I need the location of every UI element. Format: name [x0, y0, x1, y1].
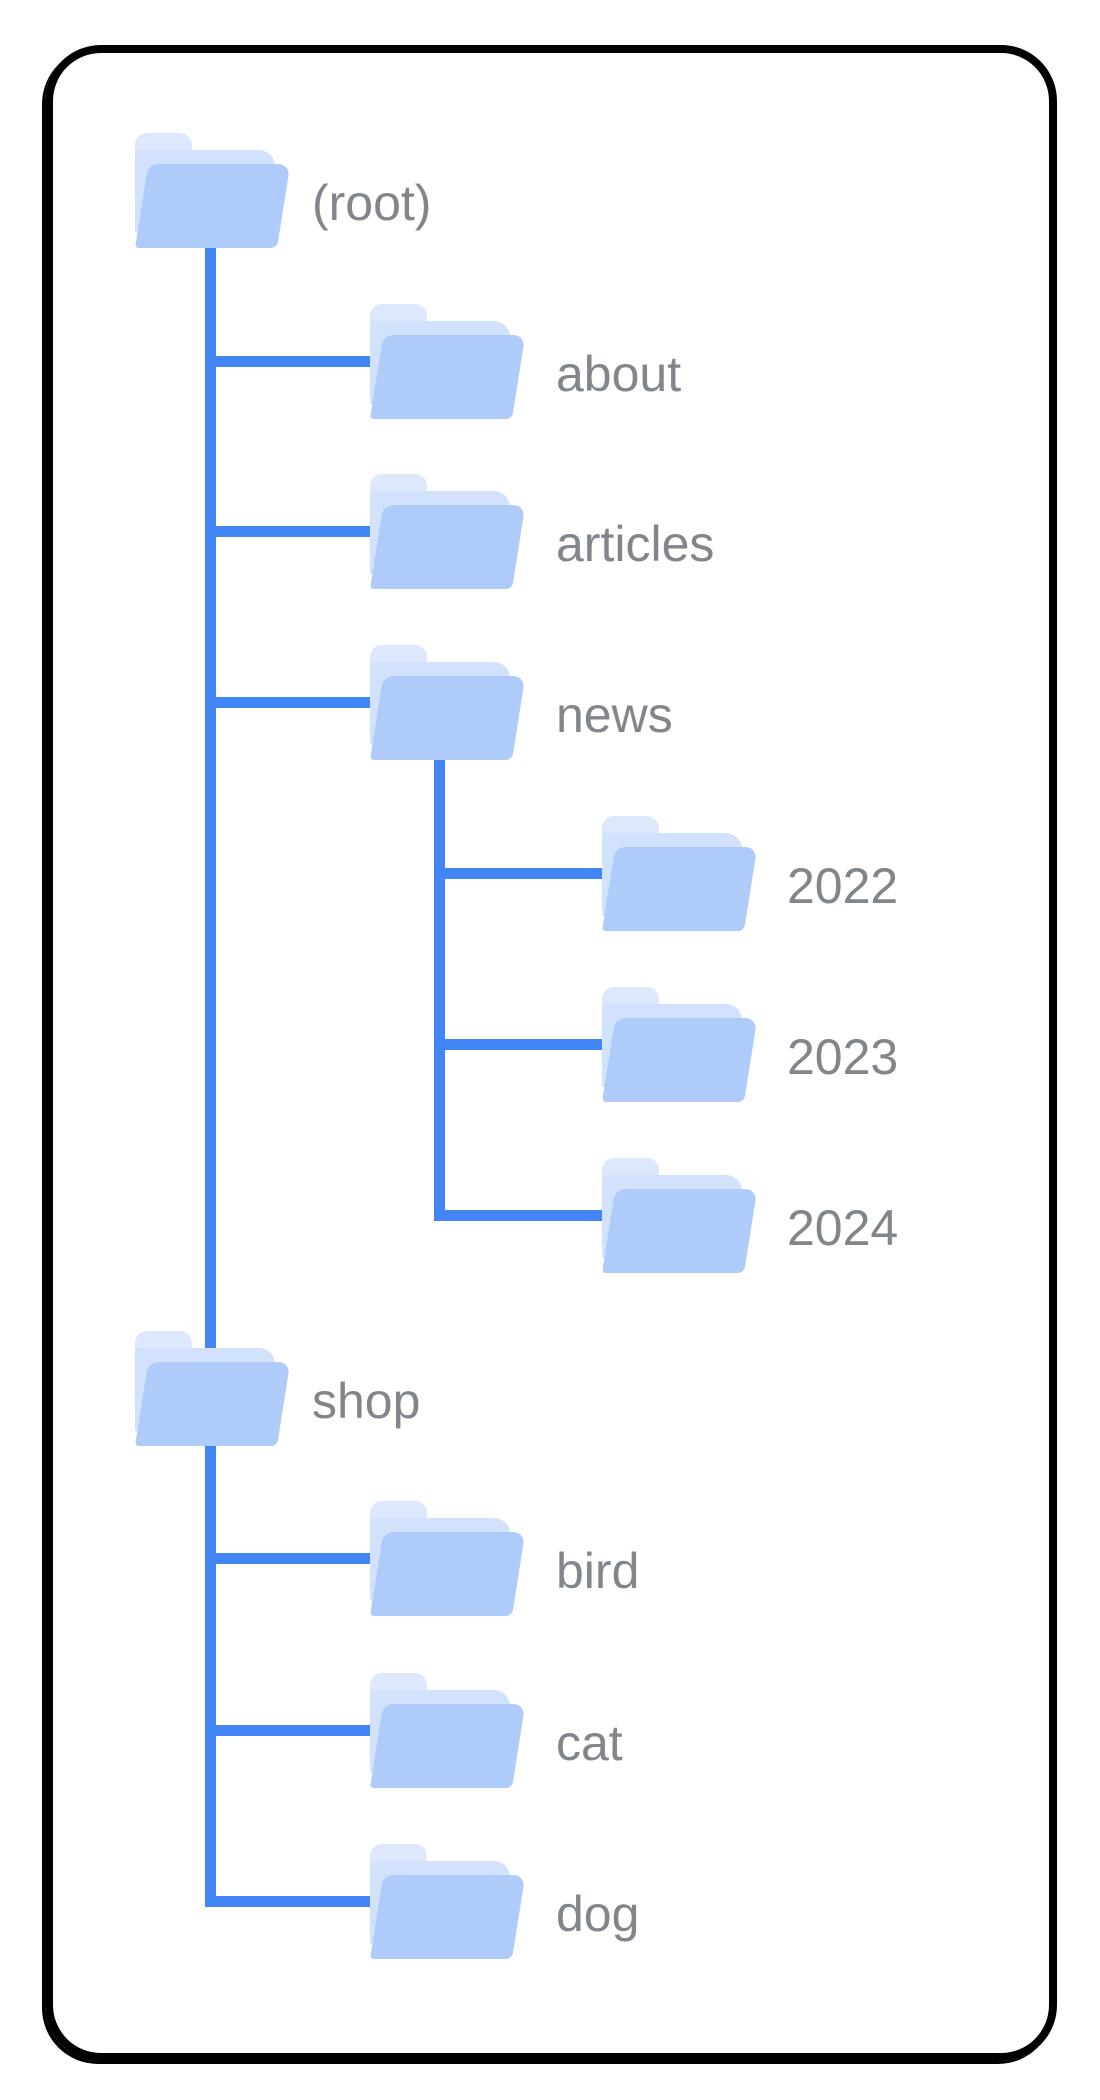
folder-front [370, 504, 526, 589]
folder-label-news: news [556, 687, 673, 743]
connector-branch-bird [205, 1552, 375, 1564]
folder-label-cat: cat [556, 1715, 623, 1771]
connector-trunk-shop [205, 1444, 216, 1907]
folder-icon-cat [370, 1672, 526, 1788]
connector-branch-news [205, 696, 375, 708]
connector-trunk-root [205, 247, 216, 1388]
diagram-frame [45, 45, 1057, 2061]
folder-label-root: (root) [312, 175, 432, 231]
folder-icon-articles [370, 473, 526, 589]
folder-icon-2024 [602, 1157, 758, 1273]
folder-label-2024: 2024 [787, 1200, 899, 1256]
folder-front [602, 846, 758, 931]
folder-label-2023: 2023 [787, 1029, 899, 1085]
connector-branch-2024 [434, 1209, 607, 1221]
folder-front [370, 334, 526, 419]
folder-icon-2023 [602, 986, 758, 1102]
folder-icon-dog [370, 1843, 526, 1959]
folder-label-about: about [556, 346, 682, 402]
folder-front [370, 1874, 526, 1959]
folder-icon-shop [135, 1330, 291, 1446]
folder-label-shop: shop [312, 1373, 421, 1429]
folder-front [370, 675, 526, 760]
folder-front [370, 1531, 526, 1616]
folder-front [602, 1017, 758, 1102]
folder-label-2022: 2022 [787, 858, 899, 914]
folder-front [135, 1361, 291, 1446]
folder-icon-news [370, 644, 526, 760]
folder-icon-2022 [602, 815, 758, 931]
folder-label-articles: articles [556, 516, 715, 572]
folder-label-bird: bird [556, 1543, 640, 1599]
connector-branch-2022 [434, 867, 607, 879]
connector-branch-2023 [434, 1038, 607, 1050]
folder-icon-bird [370, 1500, 526, 1616]
connector-branch-dog [205, 1895, 375, 1907]
folder-front [135, 163, 291, 248]
folder-front [370, 1703, 526, 1788]
connector-branch-cat [205, 1724, 375, 1736]
folder-icon-root [135, 132, 291, 248]
connector-branch-about [205, 355, 375, 367]
connector-branch-articles [205, 525, 375, 537]
folder-icon-about [370, 303, 526, 419]
connector-trunk-news [434, 759, 445, 1221]
folder-front [602, 1188, 758, 1273]
folder-label-dog: dog [556, 1886, 640, 1942]
